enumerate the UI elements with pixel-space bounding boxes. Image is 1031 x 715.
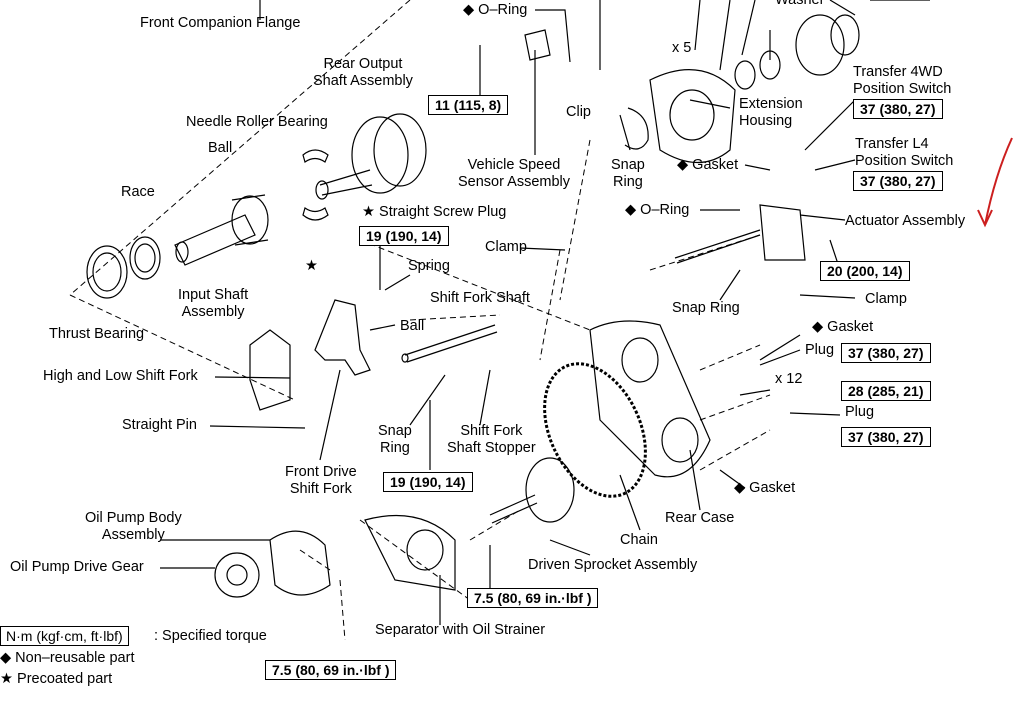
label-snap-ring-low: Snap Ring: [378, 423, 412, 457]
label-line: Assembly: [181, 304, 245, 320]
label-shift-fork-shaft: Shift Fork Shaft: [430, 290, 530, 306]
label-straight-pin: Straight Pin: [122, 417, 197, 433]
legend-unit-box: N·m (kgf·cm, ft·lbf): [0, 626, 129, 646]
label-line: Ring: [613, 174, 643, 190]
label-line: Shaft Assembly: [313, 73, 413, 89]
label-transfer-l4: Transfer L4 Position Switch: [855, 136, 953, 170]
label-needle-roller-bearing: Needle Roller Bearing: [186, 114, 328, 130]
label-plug-2: Plug: [845, 404, 875, 420]
label-line: Input Shaft: [178, 287, 249, 303]
label-clip: Clip: [566, 104, 591, 120]
label-front-companion-flange: Front Companion Flange: [140, 15, 301, 31]
label-line: Assembly: [101, 527, 165, 543]
torque-box: 28 (285, 21): [841, 381, 931, 401]
label-washer: Washer: [775, 0, 825, 8]
label-ball-mid: Ball: [400, 318, 425, 334]
legend-non-reusable: ◆ Non–reusable part: [0, 650, 135, 666]
label-transfer-4wd: Transfer 4WD Position Switch: [853, 64, 951, 98]
label-line: Snap: [378, 423, 412, 439]
label-line: Housing: [739, 113, 793, 129]
label-gasket-low: ◆ Gasket: [734, 480, 796, 496]
label-rear-output-shaft: Rear Output Shaft Assembly: [313, 56, 413, 90]
label-line: Shift Fork: [289, 481, 352, 497]
label-line: Front Drive: [285, 464, 357, 480]
label-line: Rear Output: [323, 56, 403, 72]
label-oil-pump-body: Oil Pump Body Assembly: [85, 510, 182, 544]
label-line: Shaft Stopper: [447, 440, 536, 456]
label-input-shaft: Input Shaft Assembly: [178, 287, 248, 321]
label-snap-ring-top: Snap Ring: [611, 157, 645, 191]
label-high-low-shift-fork: High and Low Shift Fork: [43, 368, 198, 384]
label-star: ★: [305, 258, 318, 274]
label-gasket-top: ◆ Gasket: [677, 157, 739, 173]
torque-box: 37 (380, 27): [853, 171, 943, 191]
legend-precoated: ★ Precoated part: [0, 671, 113, 687]
label-line: Sensor Assembly: [458, 174, 571, 190]
label-line: Position Switch: [853, 81, 952, 97]
torque-box: 37 (380, 27): [841, 343, 931, 363]
label-rear-case: Rear Case: [665, 510, 735, 526]
label-actuator-assembly: Actuator Assembly: [845, 213, 966, 229]
label-straight-screw-plug: ★ Straight Screw Plug: [362, 204, 507, 220]
label-x5: x 5: [672, 40, 692, 56]
label-o-ring-top: ◆ O–Ring: [463, 2, 528, 18]
label-thrust-bearing: Thrust Bearing: [49, 326, 145, 342]
label-line: Vehicle Speed: [467, 157, 561, 173]
label-line: Transfer L4: [855, 136, 929, 152]
label-plug-1: Plug: [805, 342, 835, 358]
torque-box: 7.5 (80, 69 in.·lbf ): [467, 588, 599, 608]
label-vehicle-speed-sensor: Vehicle Speed Sensor Assembly: [458, 157, 570, 191]
label-extension-housing: Extension Housing: [739, 96, 803, 130]
legend-specified-torque: : Specified torque: [154, 628, 267, 644]
label-line: Extension: [739, 96, 803, 112]
torque-box: 19 (190, 14): [383, 472, 473, 492]
label-gasket-right: ◆ Gasket: [812, 319, 874, 335]
label-line: Snap: [611, 157, 645, 173]
torque-box: 19 (190, 14): [359, 226, 449, 246]
label-shift-fork-shaft-stopper: Shift Fork Shaft Stopper: [447, 423, 536, 457]
label-clamp-mid: Clamp: [485, 239, 527, 255]
label-x12: x 12: [775, 371, 803, 387]
label-spring: Spring: [408, 258, 450, 274]
torque-box: 7.5 (80, 69 in.·lbf ): [265, 660, 397, 680]
label-driven-sprocket: Driven Sprocket Assembly: [528, 557, 698, 573]
torque-box: 37 (380, 27): [841, 427, 931, 447]
label-front-drive-shift-fork: Front Drive Shift Fork: [285, 464, 357, 498]
label-snap-ring-mid: Snap Ring: [672, 300, 740, 316]
label-separator: Separator with Oil Strainer: [375, 622, 546, 638]
label-line: Ring: [380, 440, 410, 456]
label-line: Oil Pump Body: [85, 510, 182, 526]
annotation-arrow: [984, 137, 1013, 226]
label-clamp-right: Clamp: [865, 291, 907, 307]
label-chain: Chain: [620, 532, 658, 548]
label-oil-pump-drive-gear: Oil Pump Drive Gear: [10, 559, 144, 575]
label-ball-top: Ball: [208, 140, 233, 156]
label-line: Position Switch: [855, 153, 954, 169]
label-line: Transfer 4WD: [853, 64, 943, 80]
torque-box: 11 (115, 8): [428, 95, 509, 115]
torque-box: 20 (200, 14): [820, 261, 910, 281]
label-race: Race: [121, 184, 155, 200]
label-line: Shift Fork: [460, 423, 523, 439]
label-o-ring-mid: ◆ O–Ring: [625, 202, 690, 218]
torque-box: 37 (380, 27): [853, 99, 943, 119]
